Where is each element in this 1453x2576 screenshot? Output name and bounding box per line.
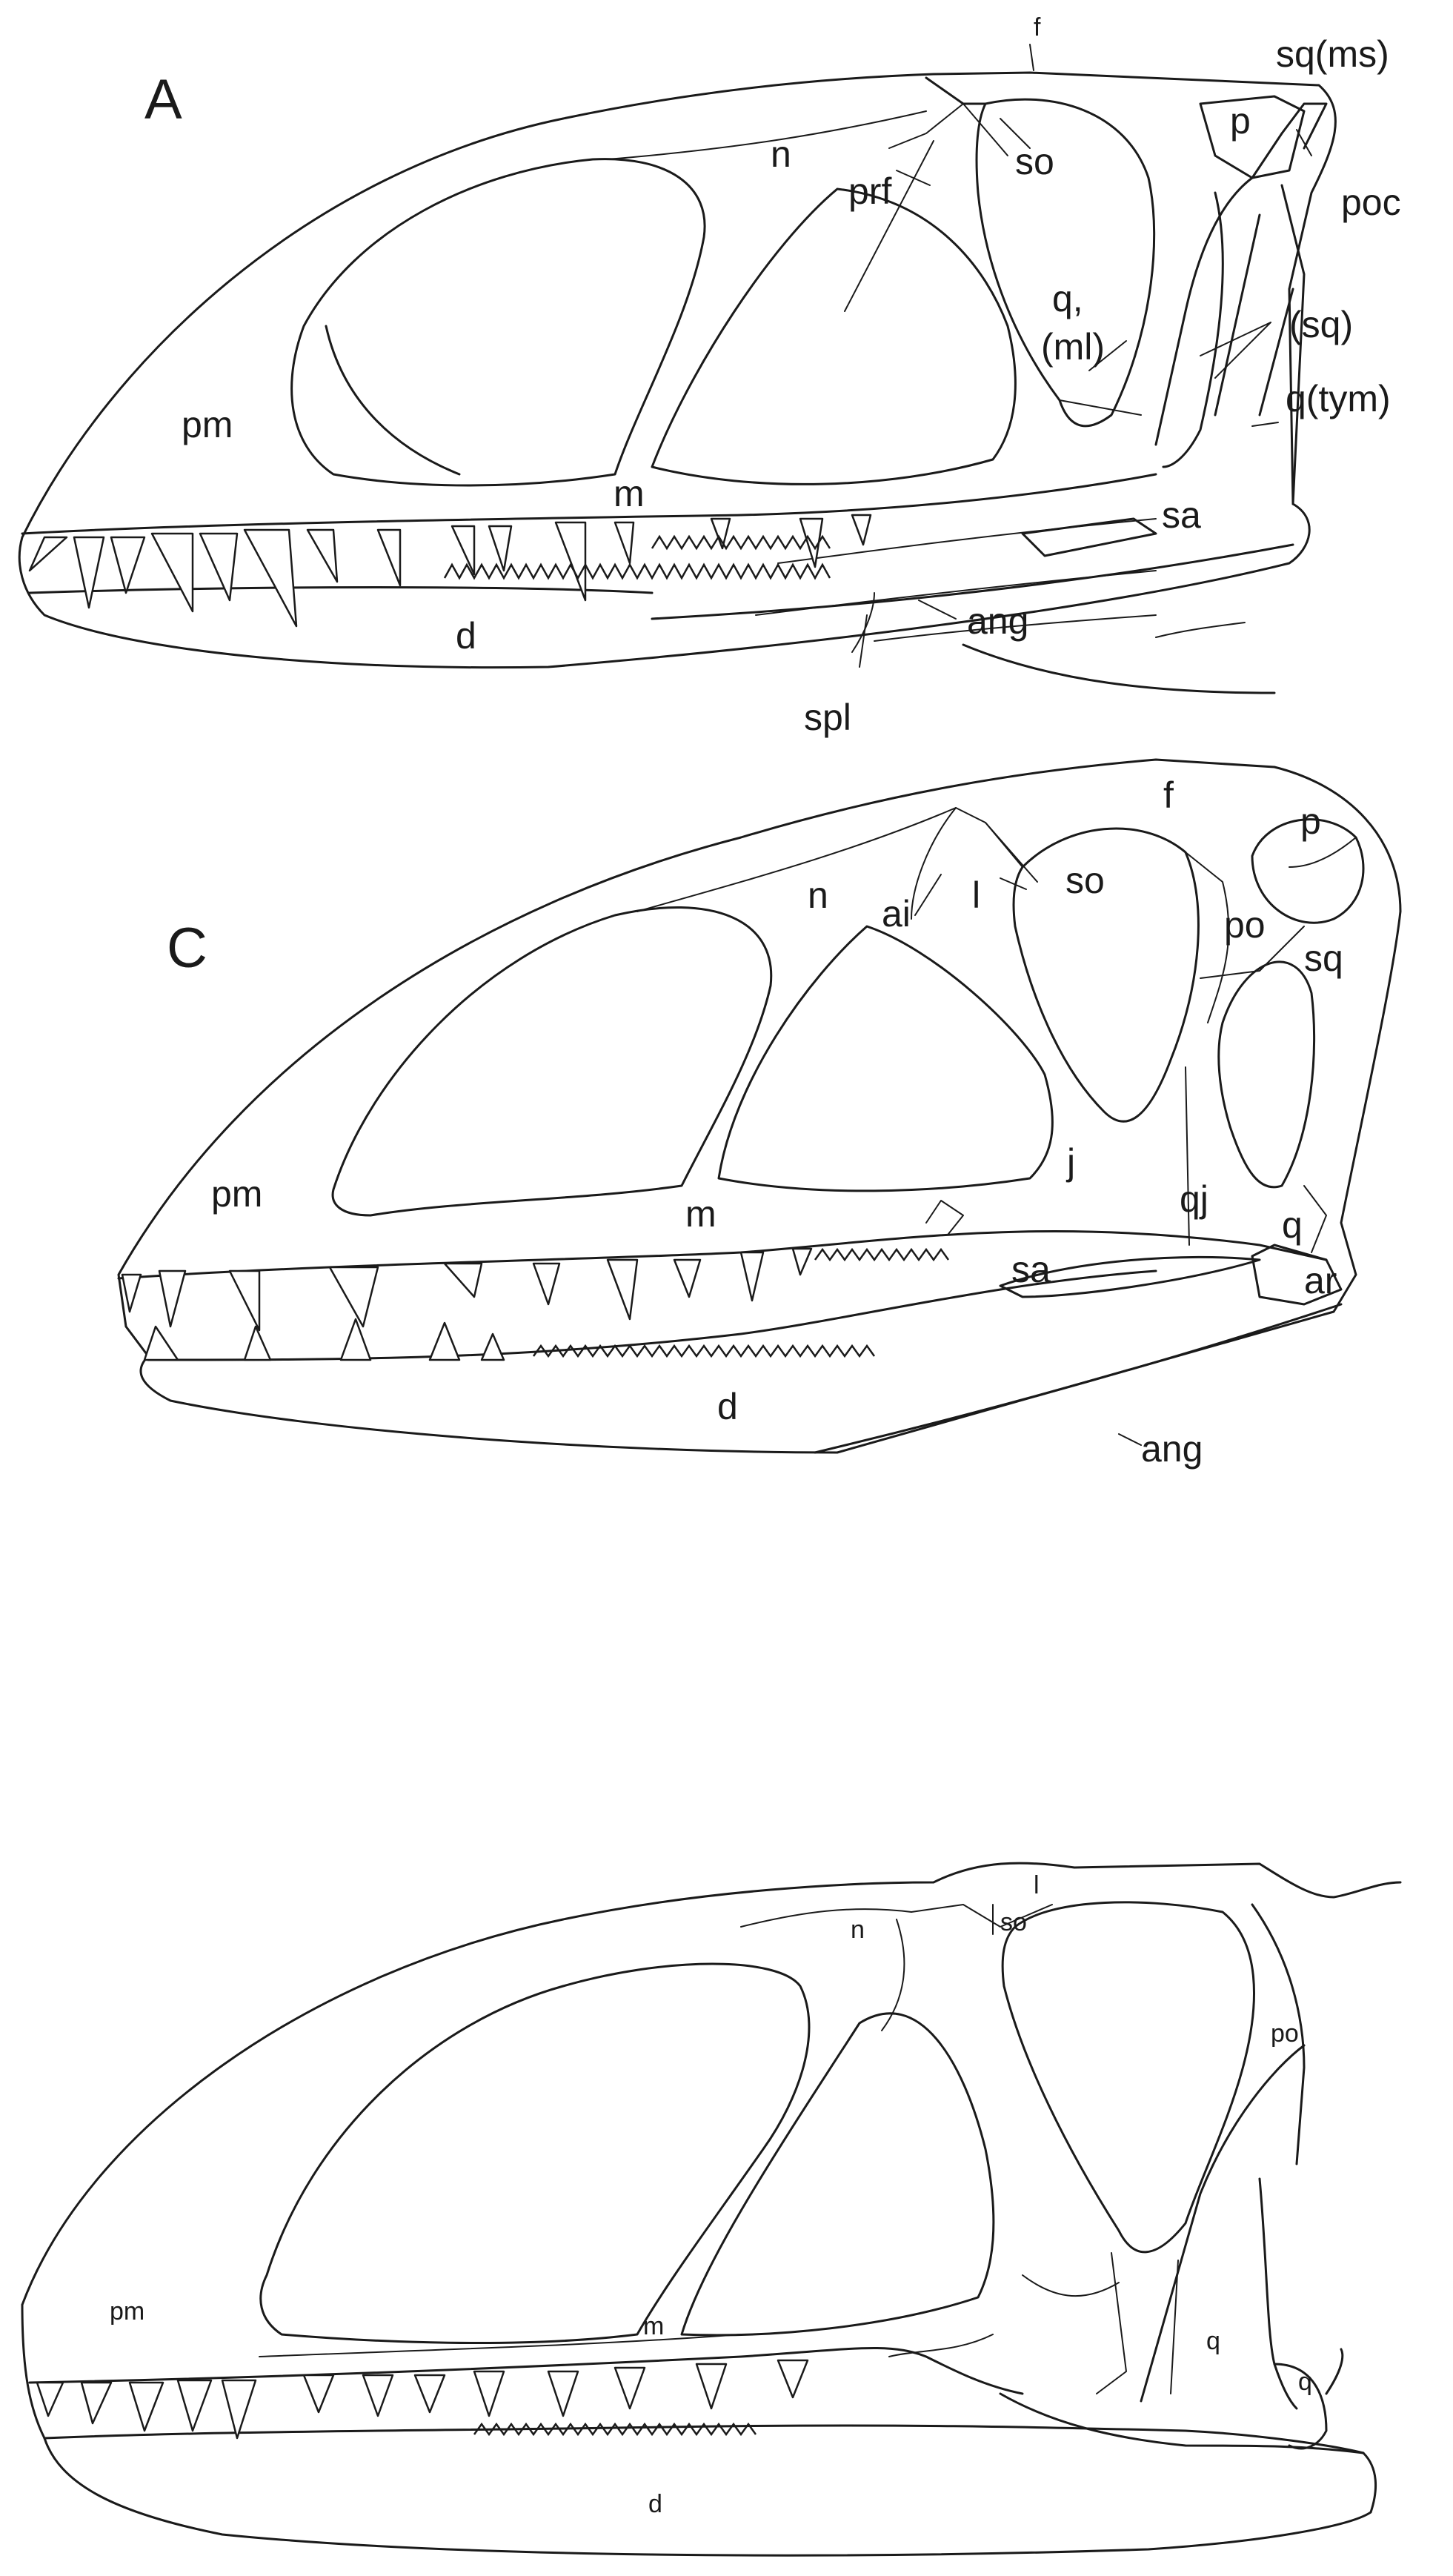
label-a-sq-paren: (sq)	[1289, 304, 1353, 345]
label-a-q-ml-1: q,	[1052, 278, 1083, 319]
label-c-j: j	[1065, 1141, 1075, 1183]
skull-panel-c: C f p n ai l so po sq pm m j qj q sa ar …	[119, 760, 1400, 1470]
label-bottom-po: po	[1271, 2019, 1299, 2048]
label-a-pm: pm	[182, 404, 233, 445]
label-a-q-tym: q(tym)	[1286, 378, 1391, 419]
panel-letter-c: C	[167, 917, 207, 980]
label-a-so: so	[1015, 141, 1054, 182]
label-a-prf: prf	[848, 170, 891, 212]
label-c-p: p	[1300, 800, 1321, 842]
label-c-f: f	[1163, 774, 1174, 816]
panel-letter-a: A	[144, 68, 182, 131]
label-a-p: p	[1230, 100, 1251, 142]
label-c-sq: sq	[1304, 937, 1343, 979]
label-bottom-d: d	[648, 2490, 662, 2518]
label-bottom-q-2: q	[1298, 2368, 1312, 2396]
label-c-sa: sa	[1011, 1249, 1051, 1290]
label-c-d: d	[717, 1386, 738, 1427]
label-c-q: q	[1282, 1204, 1303, 1246]
label-a-q-ml-2: (ml)	[1041, 326, 1105, 368]
label-a-ang: ang	[967, 600, 1028, 642]
label-a-sa: sa	[1162, 494, 1201, 536]
label-c-m: m	[685, 1193, 716, 1235]
label-bottom-m: m	[643, 2312, 664, 2340]
label-c-qj: qj	[1180, 1178, 1208, 1220]
label-bottom-so: so	[1000, 1908, 1027, 1936]
label-c-ai: ai	[882, 893, 911, 935]
label-a-n: n	[771, 133, 791, 175]
label-bottom-l: l	[1034, 1871, 1040, 1899]
label-a-m: m	[614, 473, 645, 514]
skull-panel-bottom: l n so po pm m q q d	[22, 1863, 1400, 2555]
skull-panel-a: A f sq(ms) p n so prf poc q, (ml) (sq) q…	[19, 13, 1400, 738]
label-a-sq-ms: sq(ms)	[1276, 33, 1389, 75]
label-bottom-n: n	[851, 1916, 865, 1944]
label-c-l: l	[972, 874, 980, 916]
label-a-f: f	[1034, 13, 1041, 42]
label-a-poc: poc	[1341, 182, 1401, 223]
label-c-n: n	[808, 874, 828, 916]
label-a-d: d	[456, 615, 476, 657]
label-c-pm: pm	[211, 1173, 262, 1215]
label-c-po: po	[1224, 904, 1266, 946]
label-a-spl: spl	[804, 697, 851, 738]
label-c-ang: ang	[1141, 1428, 1203, 1470]
label-bottom-q-1: q	[1206, 2327, 1220, 2355]
label-bottom-pm: pm	[110, 2297, 144, 2326]
label-c-so: so	[1065, 860, 1105, 901]
label-c-ar: ar	[1304, 1260, 1337, 1301]
